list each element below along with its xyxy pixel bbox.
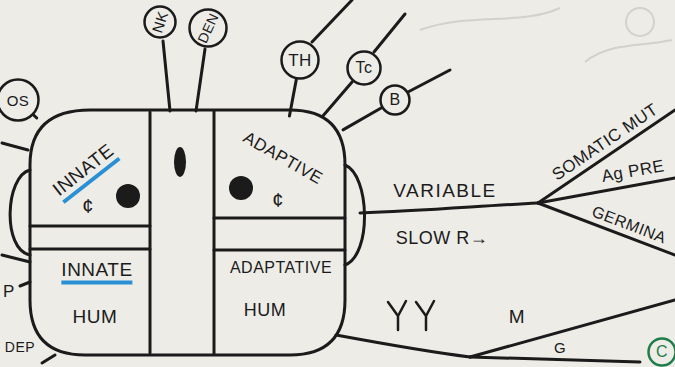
branch-label: DEP [3, 339, 37, 355]
strip-line [149, 112, 152, 353]
branch-label: P [1, 282, 17, 301]
circle-node: Tc [346, 50, 382, 86]
faint-stroke [420, 8, 560, 30]
node-text: C [656, 344, 668, 360]
node-text: DEN [195, 11, 221, 45]
node-text: B [389, 92, 400, 108]
circle-node: NK [143, 5, 177, 39]
node-text: ADAPTATIVE [230, 260, 332, 276]
connectors [34, 80, 381, 130]
quadrant-region: INNATE HUM [35, 250, 150, 350]
strip-line [213, 111, 216, 354]
branch-tail [374, 14, 405, 52]
node-text: ADAPTIVE [241, 129, 326, 188]
circle-outline [0, 80, 39, 121]
circle-node: DEN [188, 8, 228, 48]
circle-node: OS [0, 78, 40, 122]
left-lobe [10, 170, 30, 255]
faint-circle [626, 8, 654, 36]
divider-line [30, 225, 150, 228]
faint-stroke [585, 40, 672, 62]
quadrant-region: ADAPTATIVE HUM [217, 250, 343, 350]
node-text: ¢ [82, 196, 94, 216]
circle-outline [649, 339, 675, 366]
branch-label: M [507, 306, 527, 327]
circle-node: TH [280, 40, 320, 80]
branch-line [538, 110, 675, 203]
stalk-line [163, 41, 170, 111]
branch-label: GERMINA [587, 202, 670, 248]
quadrant-region: INNATE¢ [35, 118, 150, 225]
right-lobe [345, 165, 365, 265]
circle-outline [282, 42, 319, 79]
connector-line [323, 82, 352, 116]
antibody-symbol [416, 301, 434, 330]
branch-label: Ag PRE [598, 156, 668, 186]
divider-line [30, 248, 150, 251]
body-outline [30, 110, 345, 355]
branch-tail [408, 70, 450, 92]
stalk-line [196, 49, 205, 111]
connector-line [289, 80, 296, 116]
faint-pencil [420, 8, 672, 62]
circle-node: B [379, 84, 411, 116]
node-text: NK [149, 9, 170, 34]
circle-outline [348, 52, 381, 85]
node-text: HUM [244, 301, 287, 319]
branch-line [2, 143, 28, 150]
branch-line [360, 203, 538, 213]
branch-label: SLOW R→ [394, 228, 491, 248]
node-text: ¢ [272, 190, 284, 210]
branch-line [470, 300, 675, 357]
branch-label: G [552, 339, 568, 356]
cell-dot [116, 184, 140, 208]
connector-line [343, 108, 381, 130]
branch-line [2, 255, 30, 262]
antibody-symbol [388, 301, 406, 330]
branch-line [20, 282, 30, 286]
node-text: OS [7, 93, 30, 108]
node-text: Tc [356, 60, 373, 76]
node-text: INNATE [61, 260, 132, 285]
cell-dots [116, 147, 253, 208]
branch-tail [312, 0, 352, 42]
branch-line [42, 355, 55, 363]
circle-outline [189, 9, 226, 46]
circle-node: C [647, 337, 675, 367]
branch-line [470, 357, 640, 362]
branch-label: VARIABLE [391, 180, 499, 201]
branch-line [336, 335, 470, 357]
node-text: HUM [73, 307, 118, 326]
quadrant-region: ADAPTIVE¢ [217, 116, 343, 216]
node-text: TH [288, 52, 312, 69]
node-text: INNATE [49, 140, 121, 204]
circle-outline [145, 7, 176, 38]
divider-line [214, 217, 345, 220]
circle-outline [381, 86, 410, 115]
cell-dot [229, 176, 253, 200]
cell-dot [174, 147, 186, 177]
connector-line [34, 115, 37, 118]
divider-line [214, 249, 345, 252]
